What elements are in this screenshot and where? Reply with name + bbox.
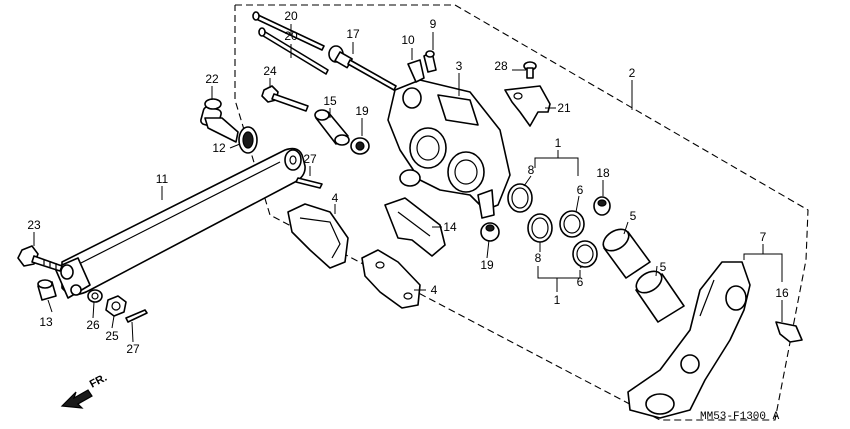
boot-19b [480,222,500,242]
front-direction-indicator: FR. [60,372,109,409]
callout-6: 6 [577,275,584,289]
cotter-pin-27a [295,177,323,189]
callout-18: 18 [596,166,610,180]
callout-27: 27 [303,152,317,166]
pin-20a [252,11,325,51]
bracket-21 [504,85,551,127]
callout-19: 19 [355,104,369,118]
piston-5a [602,228,651,279]
pad-spring-14 [384,197,446,257]
callout-4: 4 [332,191,339,205]
collar-13 [37,279,57,301]
callout-6: 6 [577,183,584,197]
callout-11: 11 [156,172,169,186]
callout-17: 17 [346,27,360,41]
callout-9: 9 [430,17,437,31]
sleeve-15 [314,109,350,146]
piston-seal-6a [559,210,585,238]
callout-20: 20 [284,29,298,43]
callout-22: 22 [205,72,219,86]
brake-pad-4a [287,203,349,269]
torque-rod [54,147,306,299]
nut-25 [105,295,127,317]
bleeder-9 [423,50,437,73]
piston-5b [635,270,685,323]
callout-14: 14 [443,220,457,234]
callout-8: 8 [535,251,542,265]
callout-16: 16 [775,286,789,300]
cap-18 [593,196,611,216]
callout-27: 27 [126,342,140,356]
screw-28 [523,61,537,79]
bolt-24 [261,85,309,112]
pad-retainer-16 [775,321,803,343]
callout-15: 15 [323,94,337,108]
callout-21: 21 [557,101,571,115]
brake-pad-4b [361,249,421,309]
leader-lines [33,24,783,343]
callout-26: 26 [86,318,100,332]
callout-12: 12 [212,141,226,155]
washer-26 [87,289,103,303]
direction-label: FR. [88,372,109,391]
callout-19: 19 [480,258,494,272]
callout-labels: 20 20 17 10 9 3 2 28 21 22 24 15 19 12 2… [27,9,789,356]
callout-8: 8 [528,163,535,177]
cotter-pin-27b [125,309,148,323]
dust-seal-8b [527,213,553,243]
dust-seal-8a [507,183,533,213]
callout-7: 7 [760,230,767,244]
clip-10 [407,59,425,83]
caliper-bracket-7 [627,261,751,419]
callout-24: 24 [263,64,277,78]
arrow-icon [60,389,93,409]
callout-10: 10 [401,33,415,47]
callout-1: 1 [554,293,561,307]
callout-23: 23 [27,218,41,232]
callout-5: 5 [630,209,637,223]
callout-1: 1 [555,136,562,150]
drawing-code: MM53-F1300 A [700,411,780,423]
callout-13: 13 [39,315,53,329]
callout-20: 20 [284,9,298,23]
caliper-body [387,79,511,219]
pin-20b [258,27,329,75]
callout-4: 4 [431,283,438,297]
callout-5: 5 [660,260,667,274]
collar-22 [200,98,239,143]
callout-3: 3 [456,59,463,73]
piston-seal-6b [572,240,598,268]
boot-19a [350,137,370,155]
callout-25: 25 [105,329,119,343]
callout-2: 2 [629,66,636,80]
callout-28: 28 [494,59,508,73]
bolt-17 [328,45,397,91]
bolt-23 [17,245,63,272]
bearing-12 [238,126,258,154]
